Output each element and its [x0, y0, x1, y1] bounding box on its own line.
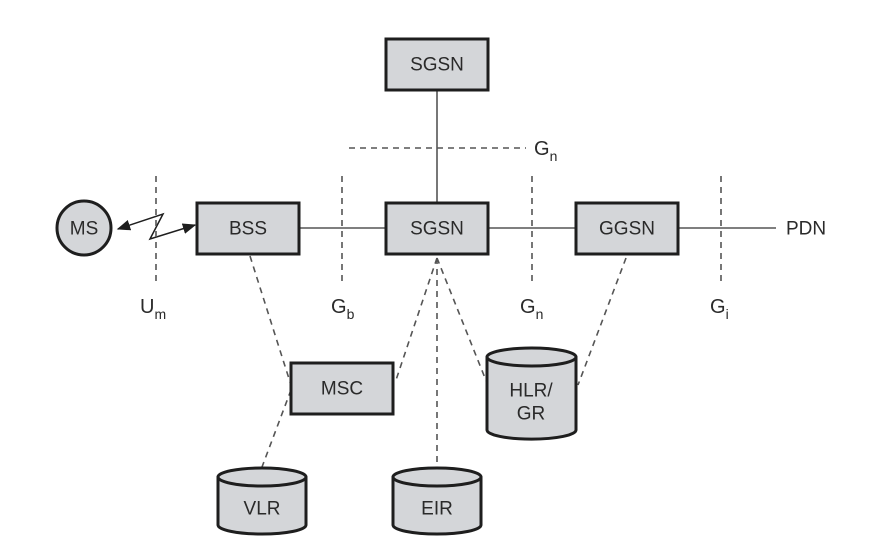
msc-label: MSC: [321, 379, 363, 400]
hlr-label-line1: HLR/: [509, 381, 553, 402]
link-sgsn-msc: [394, 257, 438, 384]
ggsn-label: GGSN: [599, 219, 655, 240]
hlr-gr-database[interactable]: HLR/ GR: [485, 346, 578, 441]
ggsn-node[interactable]: GGSN: [574, 201, 680, 256]
link-sgsn-hlr: [436, 257, 488, 384]
gb-label: Gb: [331, 296, 355, 322]
sgsn-label: SGSN: [410, 219, 464, 240]
bss-node[interactable]: BSS: [195, 201, 301, 256]
hlr-label-line2: GR: [517, 404, 546, 425]
gn-bottom-label: Gn: [520, 296, 543, 322]
vlr-database[interactable]: VLR: [216, 466, 308, 536]
sgsn-top-label: SGSN: [410, 55, 464, 76]
vlr-label: VLR: [244, 499, 281, 520]
ms-node[interactable]: MS: [55, 199, 113, 257]
sgsn-top-node[interactable]: SGSN: [384, 37, 490, 92]
sgsn-node[interactable]: SGSN: [384, 201, 490, 256]
eir-label: EIR: [421, 499, 453, 520]
link-bss-msc: [249, 255, 292, 386]
eir-database[interactable]: EIR: [391, 466, 483, 536]
gi-label: Gi: [710, 296, 729, 322]
radio-link: [116, 212, 197, 241]
link-ggsn-hlr: [577, 257, 627, 386]
bss-label: BSS: [229, 219, 267, 240]
um-label: Um: [140, 296, 166, 322]
msc-node[interactable]: MSC: [289, 361, 395, 416]
pdn-label: PDN: [786, 219, 826, 240]
ms-label: MS: [70, 219, 99, 240]
link-msc-vlr: [261, 389, 292, 468]
gn-top-label: Gn: [534, 138, 557, 164]
